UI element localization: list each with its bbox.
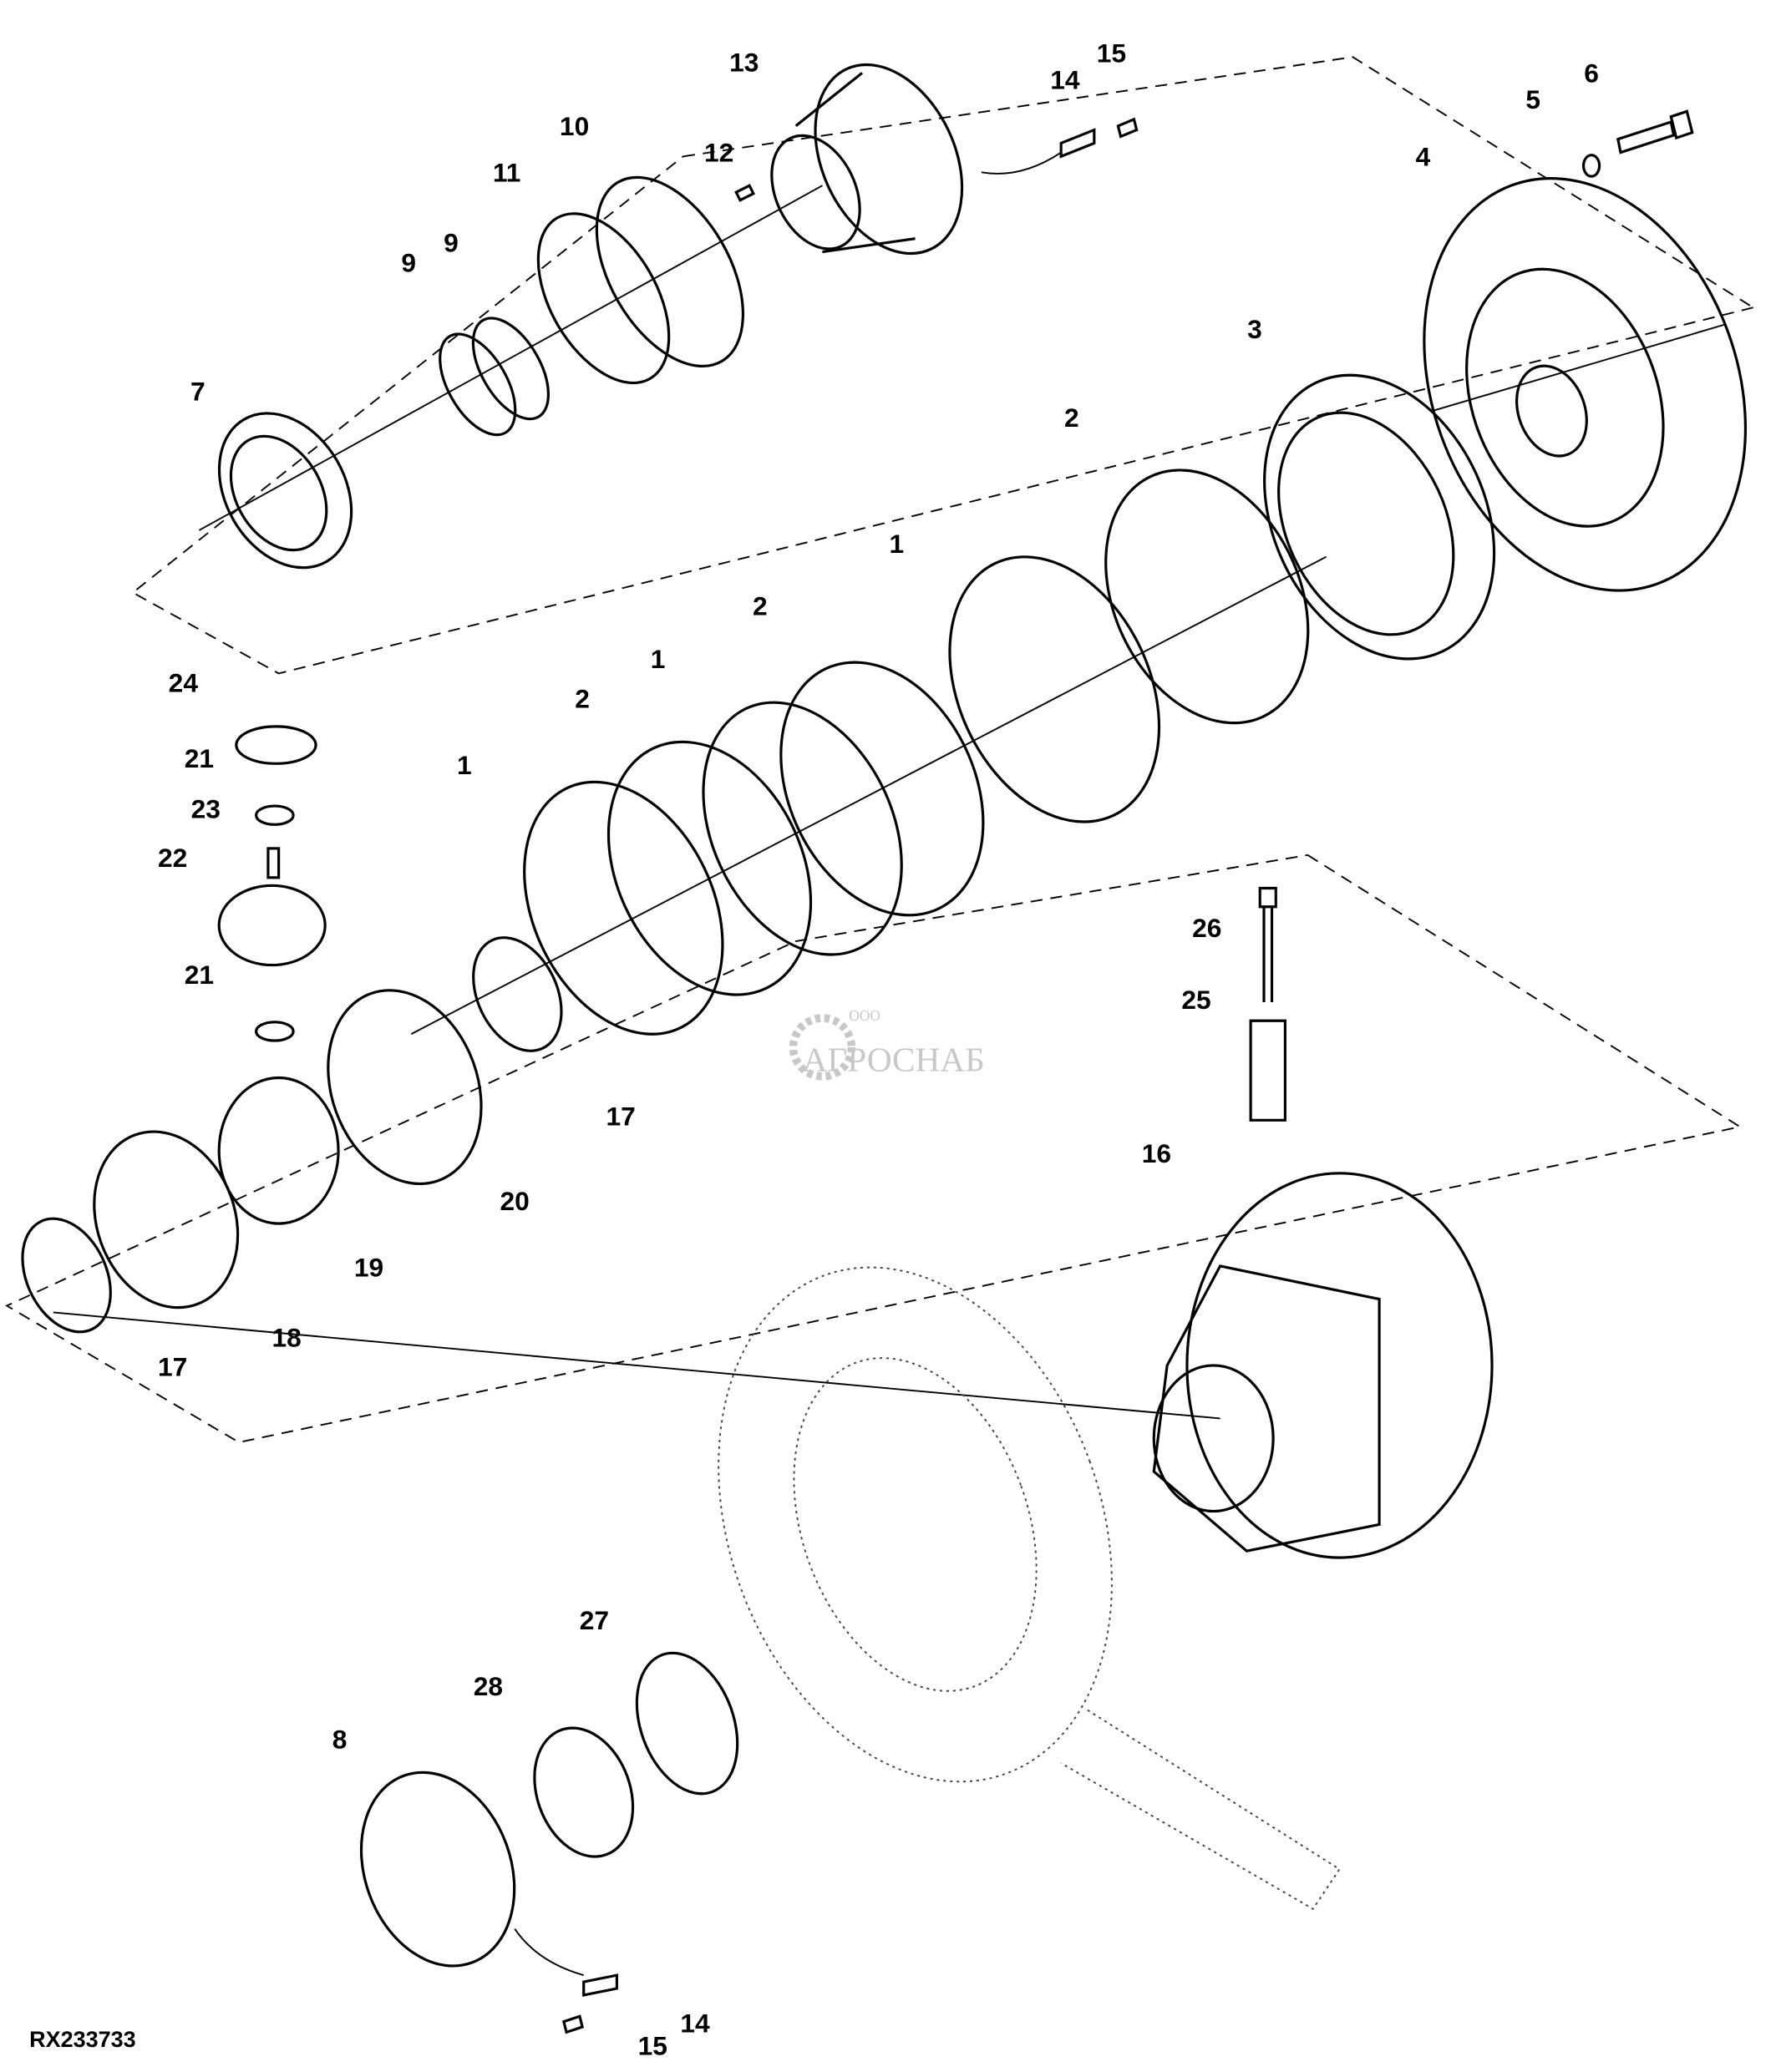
adjusting-nut-8 xyxy=(359,1771,516,1968)
callout: 16 xyxy=(1142,1138,1171,1168)
callout: 28 xyxy=(474,1671,503,1701)
callout: 3 xyxy=(1247,314,1262,344)
callout: 18 xyxy=(271,1323,301,1353)
callout: 24 xyxy=(169,668,199,698)
part-friction-disc-1 xyxy=(702,701,903,956)
part-separator-plate-2 xyxy=(606,740,813,996)
callout: 2 xyxy=(575,684,590,714)
bearing-cone-28 xyxy=(533,1726,635,1858)
callout-labels: 13 15 14 6 5 4 10 11 12 9 9 7 3 2 1 2 1 … xyxy=(158,38,1599,2061)
thrust-washer-17 xyxy=(472,936,563,1052)
callout: 8 xyxy=(332,1725,348,1755)
bolt-6 xyxy=(1616,109,1694,155)
assembly-axis-lower xyxy=(53,1311,1220,1420)
part-separator-plate-2 xyxy=(779,661,985,917)
callout: 9 xyxy=(444,228,459,258)
pinion-gear-22 xyxy=(217,884,327,967)
side-gear-20 xyxy=(327,989,483,1185)
bearing-cup-27 xyxy=(635,1651,739,1796)
callout: 11 xyxy=(493,157,521,187)
ring-21 xyxy=(255,1021,295,1042)
callout: 1 xyxy=(651,644,666,674)
callout: 15 xyxy=(1097,38,1126,68)
callout: 10 xyxy=(560,111,589,141)
install-arrow-upper xyxy=(981,151,1062,175)
watermark-logo: ООО АГРОСНАБ xyxy=(789,1007,985,1081)
callout: 13 xyxy=(729,48,759,78)
watermark-prefix: ООО xyxy=(849,1007,880,1024)
callout: 26 xyxy=(1192,913,1221,943)
part-bearing-7 xyxy=(217,412,353,570)
figure-code: RX233733 xyxy=(29,2027,135,2052)
part-friction-disc-1 xyxy=(948,555,1161,823)
part-separator-plate-2 xyxy=(1104,469,1310,725)
callout: 14 xyxy=(680,2008,710,2038)
thrust-washer-17 xyxy=(21,1217,112,1334)
group-outline-lower xyxy=(5,854,1743,1444)
callout: 21 xyxy=(185,743,214,773)
callout: 14 xyxy=(1050,64,1080,94)
watermark-name: АГРОСНАБ xyxy=(803,1041,985,1079)
callout: 4 xyxy=(1416,141,1431,171)
washer-5 xyxy=(1581,154,1601,178)
part-oring-11 xyxy=(536,212,671,385)
callout: 12 xyxy=(704,138,733,168)
callout: 20 xyxy=(500,1186,530,1216)
diff-case-19 xyxy=(217,1076,340,1225)
callout: 25 xyxy=(1181,985,1210,1015)
washer-24 xyxy=(235,725,317,765)
screw-15 xyxy=(1116,117,1139,139)
part-oring-10 xyxy=(595,175,744,368)
callout: 22 xyxy=(158,843,187,873)
callout: 7 xyxy=(190,376,206,406)
part-housing-4 xyxy=(1423,177,1748,592)
pin-23 xyxy=(266,847,281,879)
clip-14 xyxy=(582,1973,618,1997)
callout: 17 xyxy=(606,1102,635,1132)
group-outline-upper xyxy=(131,56,1754,675)
bolt-26 xyxy=(1258,886,1277,1003)
callout: 21 xyxy=(185,960,214,990)
sleeve-25 xyxy=(1249,1019,1286,1122)
callout: 27 xyxy=(580,1605,609,1635)
part-friction-disc-1 xyxy=(523,780,724,1036)
callout: 9 xyxy=(401,247,416,277)
part-rings-9 xyxy=(439,317,550,437)
screw-15 xyxy=(562,2014,585,2034)
callout: 1 xyxy=(889,529,904,559)
assembly-axis-middle xyxy=(410,555,1327,1035)
callout: 17 xyxy=(158,1352,187,1382)
callout: 6 xyxy=(1584,58,1599,88)
callout: 1 xyxy=(457,750,472,780)
callout: 23 xyxy=(191,793,221,823)
part-piston-13 xyxy=(770,63,964,256)
install-arrow-lower xyxy=(514,1928,584,1977)
screw-12 xyxy=(734,184,756,202)
clip-14 xyxy=(1059,128,1096,159)
callout: 19 xyxy=(354,1253,383,1283)
callout: 15 xyxy=(638,2030,667,2060)
gear-18 xyxy=(93,1130,240,1310)
ring-21 xyxy=(255,804,295,826)
callout: 2 xyxy=(1064,403,1079,433)
carrier-housing-16 xyxy=(1152,1172,1494,1559)
callout: 2 xyxy=(753,591,768,621)
ring-gear-pinion-shaft xyxy=(718,1266,1341,1911)
callout: 5 xyxy=(1525,84,1540,114)
part-seal-3 xyxy=(1263,373,1496,661)
assembly-axis-upper xyxy=(198,185,1725,531)
